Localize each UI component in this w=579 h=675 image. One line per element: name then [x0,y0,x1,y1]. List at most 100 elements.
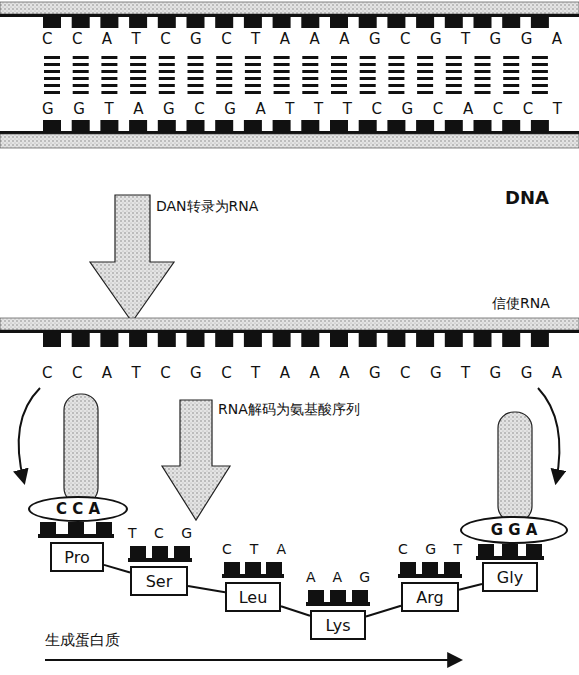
base-block [215,16,233,28]
base-pairs [44,56,548,94]
bond-line [388,63,404,66]
bond-line [274,91,290,94]
bond-line [216,63,232,66]
base-block [330,120,348,132]
node-text: Pro [64,548,89,567]
codon-bases [222,562,284,578]
base-block [129,120,147,132]
base-block [158,333,176,347]
bond-line [44,70,60,73]
amino-acid-box: Lys [310,610,366,640]
bond-line [302,91,318,94]
bond-line [159,84,175,87]
bond-line [446,56,462,59]
bond-line [188,91,204,94]
base-block [100,120,118,132]
molecule-label: 信使RNA [492,296,550,311]
base-block [43,333,61,347]
base-block [187,120,205,132]
mrna-backbone [0,318,579,330]
bond-line [532,77,548,80]
base-block [445,333,463,347]
bond-line [216,70,232,73]
codon-bases [128,546,192,562]
curved-arrow [19,388,40,482]
bond-line [360,84,376,87]
bond-line [130,77,146,80]
bond-line [475,56,491,59]
bond-line [475,63,491,66]
bond-line [331,70,347,73]
bond-line [532,84,548,87]
bond-line [101,70,117,73]
base-block [416,333,434,347]
dna-backbone [0,2,579,14]
process-label: 生成蛋白质 [45,632,120,649]
base-block [330,16,348,28]
bond-line [331,91,347,94]
bond-line [331,77,347,80]
mrna-sequence: C C A T C G C T A A A G C G T G G A [42,365,562,382]
bond-line [417,63,433,66]
base-block [244,120,262,132]
base-block [474,120,492,132]
bond-line [302,70,318,73]
base-block [273,16,291,28]
base-block [330,333,348,347]
bond-line [417,70,433,73]
base-block [129,16,147,28]
bond-line [188,70,204,73]
bond-line [446,63,462,66]
bond-line [188,77,204,80]
codon-bases [306,590,370,606]
trna-anticodon: G G A [460,516,568,544]
backbone-edge [0,330,579,333]
bond-line [388,84,404,87]
bond-line [245,77,261,80]
base-block [474,333,492,347]
peptide-bond [104,565,130,573]
node-text: Ser [146,572,173,591]
dna-backbone [0,134,579,148]
bond-line [331,63,347,66]
base-block [244,16,262,28]
base-block [445,16,463,28]
bond-line [475,77,491,80]
bond-line [159,63,175,66]
node-text: G G A [491,521,538,539]
codon: C G T [398,542,462,557]
bond-line [101,91,117,94]
bond-line [159,91,175,94]
bond-line [417,91,433,94]
bond-line [503,84,519,87]
bond-line [302,56,318,59]
bond-line [188,84,204,87]
node-text: Lys [325,616,350,635]
bond-line [475,91,491,94]
bond-line [475,70,491,73]
base-block [72,16,90,28]
bond-line [216,77,232,80]
bond-line [532,91,548,94]
peptide-bond [188,586,225,592]
bond-line [73,70,89,73]
codon: A A G [306,570,370,585]
base-block [502,16,520,28]
base-block [359,16,377,28]
bond-line [73,91,89,94]
bond-line [245,70,261,73]
trna-stem [64,394,98,504]
bond-line [245,84,261,87]
dna-sequence: C C A T C G C T A A A G C G T G G A [42,31,562,48]
direction-arrow [45,659,460,661]
base-block [72,333,90,347]
codon-bases [476,544,544,560]
bond-line [417,56,433,59]
bond-line [73,56,89,59]
bond-line [446,70,462,73]
bond-line [532,63,548,66]
bond-line [388,91,404,94]
dna-bases-bottom [43,120,549,132]
bond-line [245,91,261,94]
base-block [301,16,319,28]
